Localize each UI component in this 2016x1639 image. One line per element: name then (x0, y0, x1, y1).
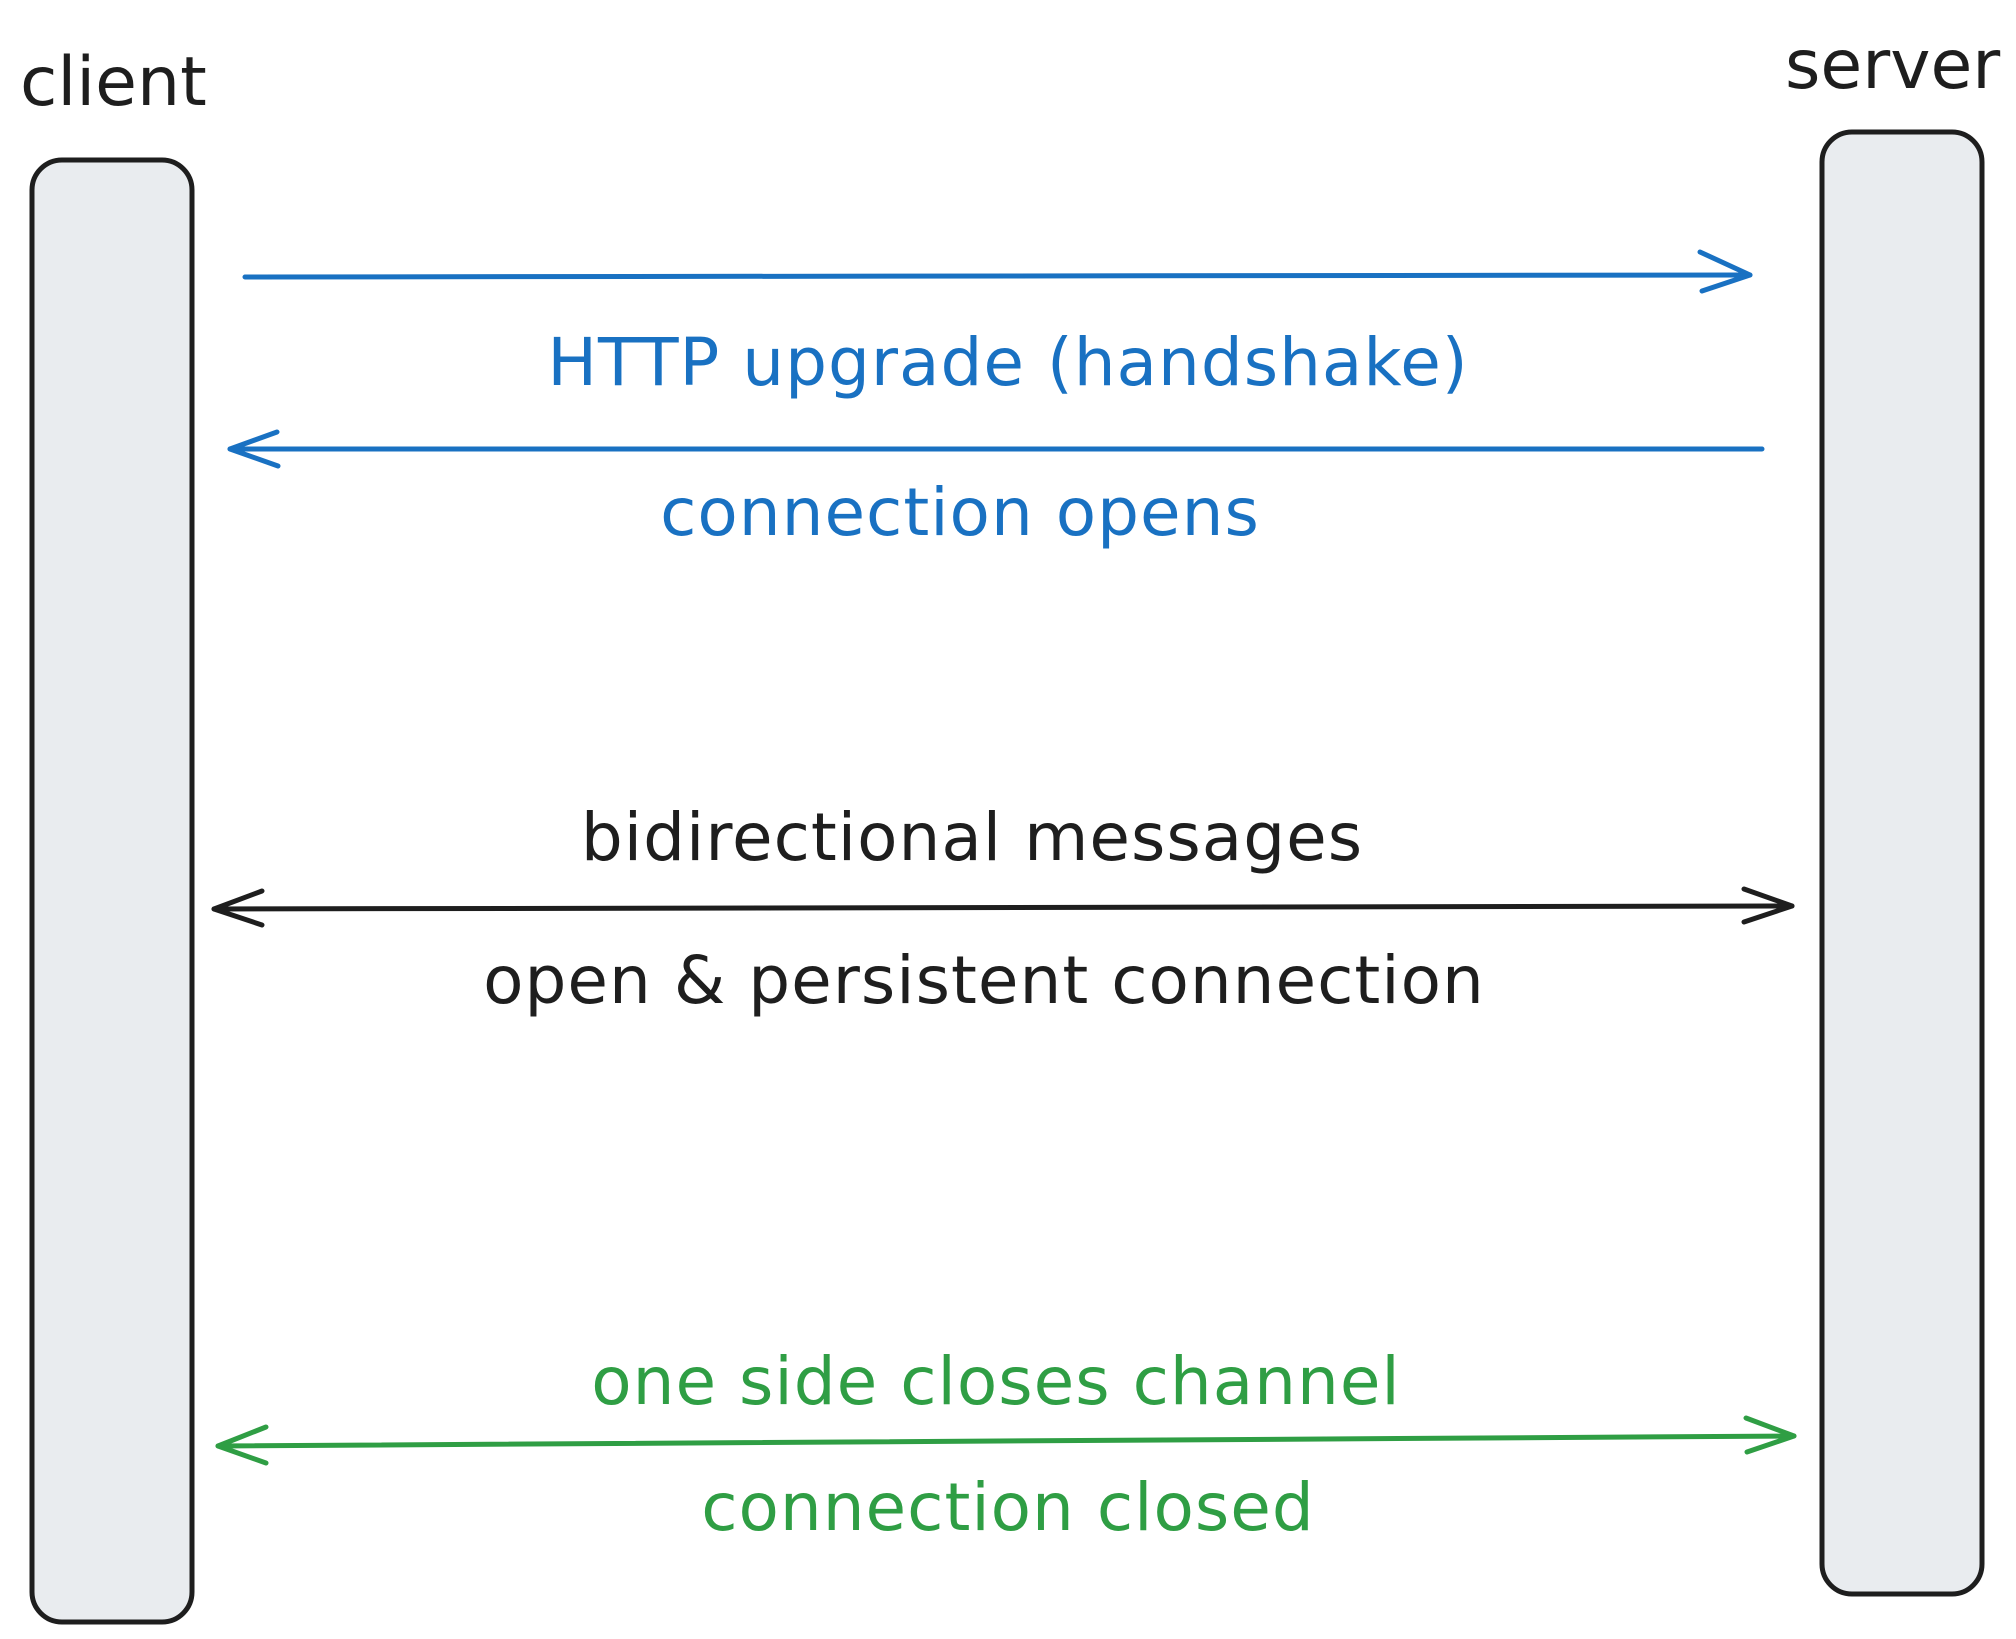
close-arrow-line (215, 1433, 1797, 1449)
close-label-below: connection closed (701, 1469, 1315, 1546)
bidirectional-arrow-line (211, 903, 1795, 912)
bidirectional-arrow-head-left (211, 888, 265, 928)
open-arrow (227, 429, 1765, 469)
handshake-arrow-head (1697, 249, 1753, 294)
handshake-arrow-line (242, 272, 1753, 280)
bidirectional-arrow-head-right (1741, 886, 1795, 925)
client-label: client (20, 43, 207, 122)
server-label: server (1785, 26, 2000, 105)
close-arrow-head-right (1743, 1415, 1797, 1455)
open-label: connection opens (660, 474, 1260, 551)
close-arrow (215, 1415, 1797, 1466)
handshake-arrow (242, 249, 1753, 294)
open-arrow-head (227, 429, 281, 469)
client-lifeline (29, 157, 195, 1625)
handshake-label: HTTP upgrade (handshake) (547, 324, 1468, 401)
bidirectional-label-above: bidirectional messages (581, 799, 1363, 876)
server-lifeline (1819, 129, 1985, 1597)
close-label-above: one side closes channel (591, 1343, 1401, 1420)
bidirectional-label-below: open & persistent connection (483, 942, 1485, 1019)
bidirectional-arrow (211, 886, 1795, 928)
close-arrow-head-left (215, 1424, 269, 1466)
